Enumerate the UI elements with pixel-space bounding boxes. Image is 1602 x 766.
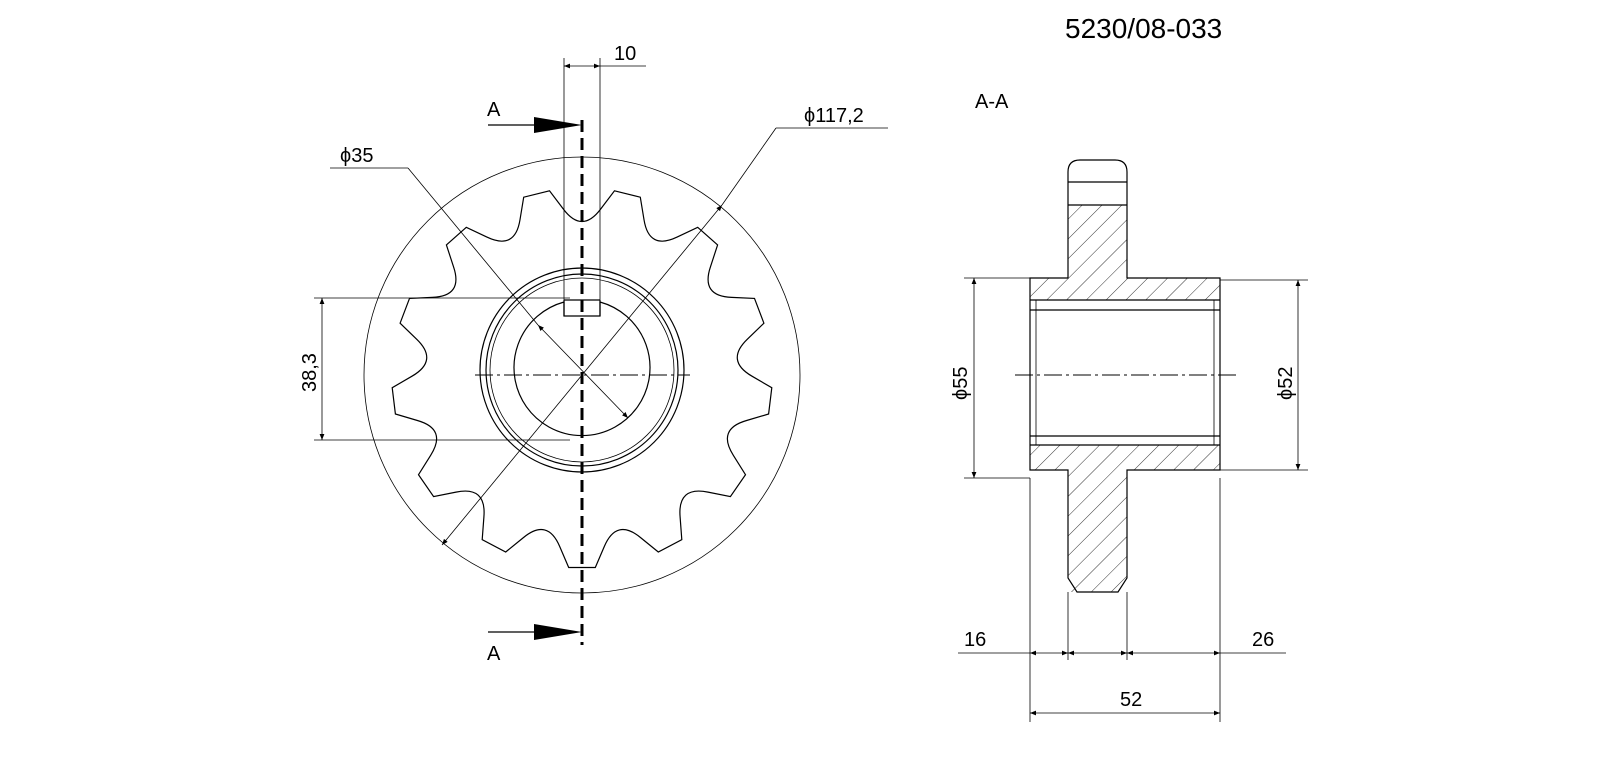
hub-diameter-left-value: 55: [950, 367, 972, 389]
hub-diameter-right-label: ϕ52: [1275, 367, 1297, 400]
hub-left-length-label: 16: [964, 629, 986, 651]
hatch-top: [1030, 205, 1220, 300]
bore-diameter-dim-line: [537, 324, 629, 419]
bore-diameter-value: 35: [351, 145, 373, 167]
key-height-label: 38,3: [299, 353, 321, 392]
section-label: A-A: [975, 91, 1009, 113]
diameter-symbol-4: ϕ: [1275, 389, 1297, 400]
diameter-symbol: ϕ: [804, 105, 815, 127]
sprocket-front-view: A A 10 ϕ117,2 ϕ35 38,3: [299, 43, 888, 665]
section-view: 5230/08-033 A-A ϕ55 ϕ52: [950, 13, 1308, 722]
outer-diameter-leader: [721, 127, 777, 206]
hub-diameter-right-value: 52: [1275, 367, 1297, 389]
bore-diameter-label: ϕ35: [340, 145, 373, 167]
diameter-symbol-2: ϕ: [340, 145, 351, 167]
cut-marker-bottom: A: [487, 643, 501, 665]
section-arrow-top-icon: [534, 117, 582, 133]
diameter-symbol-3: ϕ: [950, 389, 972, 400]
hub-diameter-left-label: ϕ55: [950, 367, 972, 400]
drawing-number: 5230/08-033: [1065, 13, 1222, 44]
hub-right-length-label: 26: [1252, 629, 1274, 651]
cut-marker-top: A: [487, 99, 501, 121]
section-arrow-bottom-icon: [534, 624, 582, 640]
key-width-label: 10: [614, 43, 636, 65]
hatch-bottom: [1030, 445, 1220, 592]
outer-diameter-label: ϕ117,2: [804, 105, 864, 127]
section-outline: [1029, 159, 1221, 593]
total-length-label: 52: [1120, 689, 1142, 711]
outer-diameter-value: 117,2: [815, 105, 864, 127]
bore-diameter-leader: [407, 167, 539, 326]
